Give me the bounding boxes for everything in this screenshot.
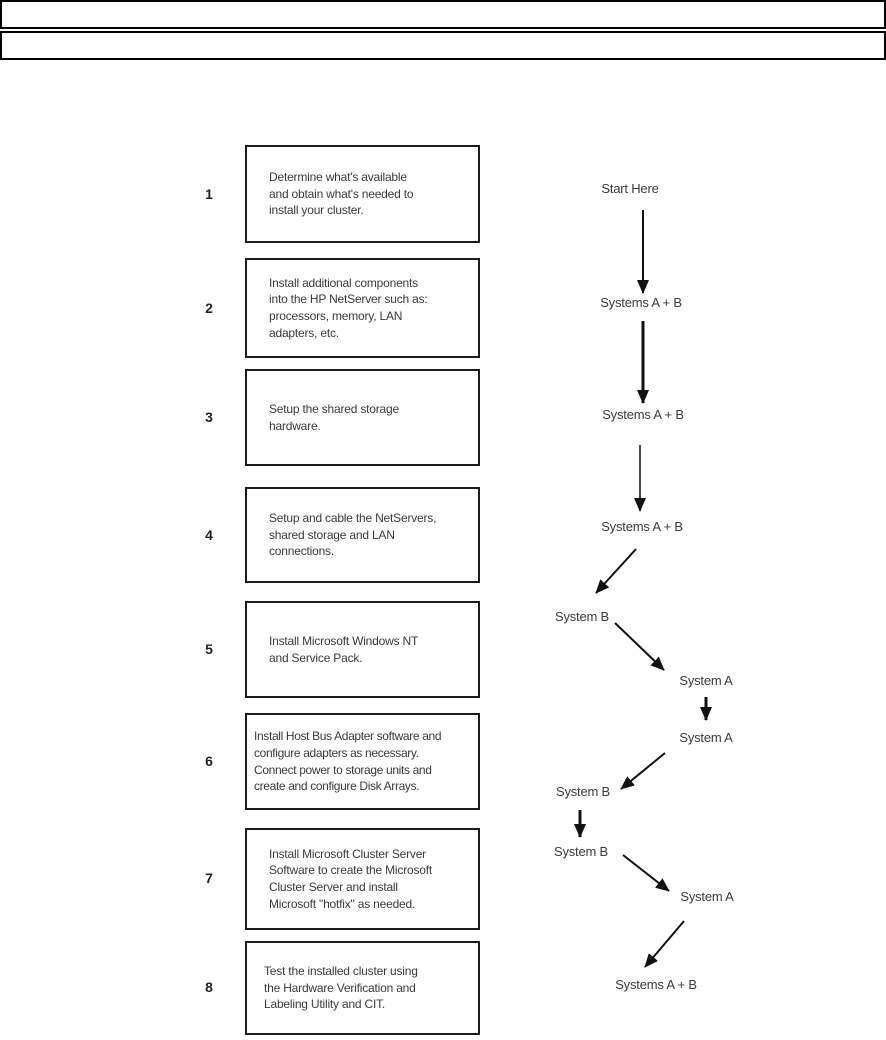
arrow-system-b-3-to-system-a-3 [622, 854, 670, 892]
header-cell-bottom [0, 31, 886, 60]
flow-node-systems-ab-1: Systems A + B [600, 295, 682, 310]
step-box-2: Install additional components into the H… [245, 258, 480, 358]
step-text-7: Install Microsoft Cluster Server Softwar… [269, 846, 433, 911]
step-box-4: Setup and cable the NetServers, shared s… [245, 487, 480, 583]
step-box-5: Install Microsoft Windows NT and Service… [245, 601, 480, 698]
flow-node-system-b-3: System B [553, 844, 609, 859]
flow-node-systems-ab-3: Systems A + B [601, 519, 683, 534]
flow-node-start-here: Start Here [601, 181, 659, 196]
flow-node-system-a-2: System A [679, 730, 733, 745]
step-number-2: 2 [205, 300, 213, 316]
step-number-8: 8 [205, 979, 213, 995]
flow-node-system-a-1: System A [679, 673, 733, 688]
step-text-2: Install additional components into the H… [269, 275, 428, 340]
flow-node-system-a-3: System A [680, 889, 734, 904]
step-text-4: Setup and cable the NetServers, shared s… [269, 511, 437, 559]
step-box-7: Install Microsoft Cluster Server Softwar… [245, 828, 480, 930]
step-text-3: Setup the shared storage hardware. [269, 401, 399, 433]
step-text-1: Determine what's available and obtain wh… [269, 170, 414, 218]
arrow-systems-ab-3-to-system-b-1 [595, 548, 637, 594]
step-box-3: Setup the shared storage hardware. [245, 369, 480, 466]
step-box-6: Install Host Bus Adapter software and co… [245, 713, 480, 810]
flow-node-system-b-2: System B [555, 784, 611, 799]
step-number-6: 6 [205, 753, 213, 769]
arrow-system-b-1-to-system-a-1 [614, 622, 665, 671]
step-number-3: 3 [205, 409, 213, 425]
header-cell-top [0, 0, 886, 29]
flow-node-systems-ab-2: Systems A + B [602, 407, 684, 422]
step-number-1: 1 [205, 186, 213, 202]
flow-node-system-b-1: System B [554, 609, 610, 624]
step-text-8: Test the installed cluster using the Har… [264, 964, 418, 1012]
step-number-7: 7 [205, 870, 213, 886]
arrow-system-a-3-to-systems-ab-4 [644, 920, 685, 968]
step-text-5: Install Microsoft Windows NT and Service… [269, 633, 419, 665]
step-box-1: Determine what's available and obtain wh… [245, 145, 480, 243]
flow-node-systems-ab-4: Systems A + B [615, 977, 697, 992]
step-number-5: 5 [205, 641, 213, 657]
step-number-4: 4 [205, 527, 213, 543]
step-text-6: Install Host Bus Adapter software and co… [254, 729, 442, 794]
step-box-8: Test the installed cluster using the Har… [245, 941, 480, 1035]
arrow-system-a-2-to-system-b-2 [620, 752, 666, 790]
